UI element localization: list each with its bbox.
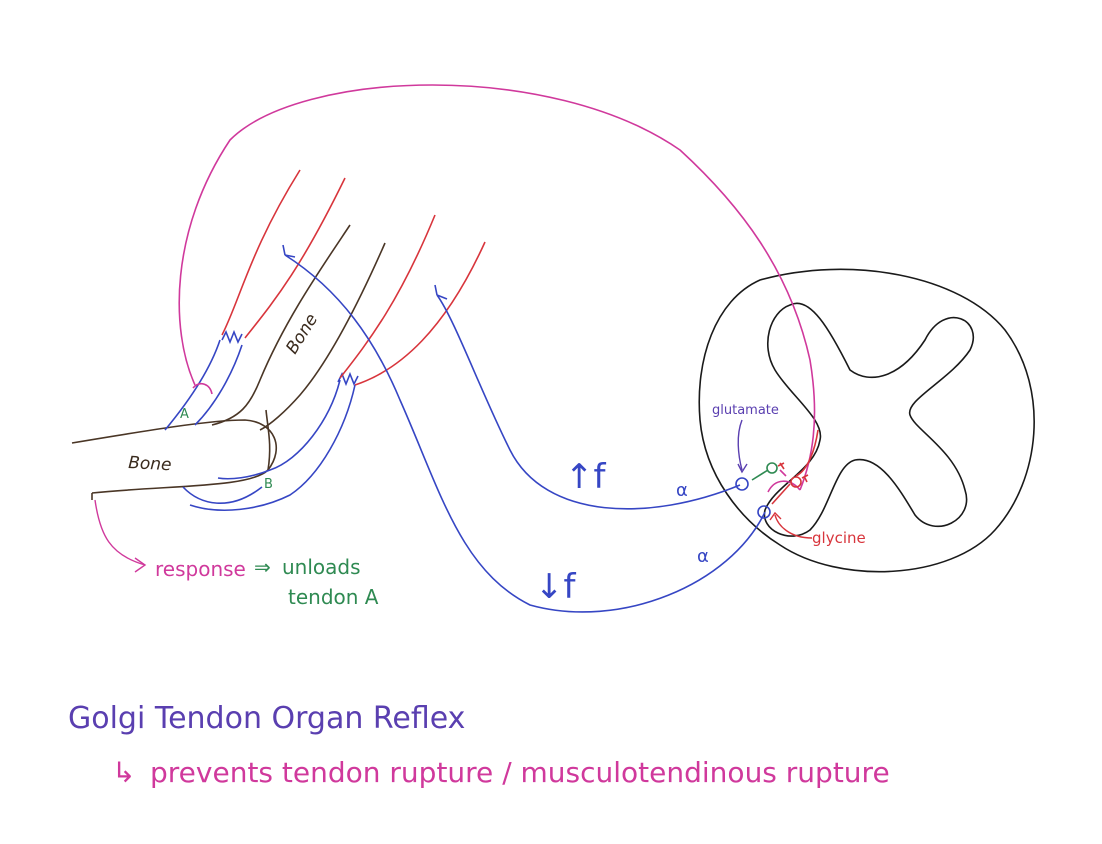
- diagram-title: Golgi Tendon Organ Reflex: [68, 701, 465, 736]
- label-glutamate: glutamate: [712, 403, 779, 418]
- motor-neuron-down: [757, 505, 771, 519]
- label-tendon-a-note: tendon A: [288, 585, 379, 609]
- callout-arrows: [94, 419, 813, 573]
- lower-bone: [71, 419, 277, 500]
- response-arrow: [94, 499, 146, 566]
- label-alpha-lower: α: [697, 546, 709, 567]
- label-tendon-a: A: [180, 407, 189, 422]
- efferent-down: [284, 254, 766, 613]
- glycine-arrow: [774, 514, 813, 539]
- excitatory-interneuron: [751, 469, 769, 481]
- label-unloads: unloads: [282, 555, 361, 579]
- label-down-f: ↓f: [535, 567, 576, 607]
- efferent-up: [436, 294, 741, 510]
- inhibitory-interneuron: [771, 483, 791, 505]
- interneurons: [751, 429, 819, 505]
- tendon-b: [189, 371, 359, 511]
- label-bone-lower: Bone: [128, 453, 172, 475]
- label-tendon-b: B: [264, 477, 273, 492]
- label-alpha-upper: α: [676, 480, 688, 501]
- label-unloads-arrow: ⇒: [254, 555, 271, 579]
- spinal-cord-outline: [698, 268, 1035, 573]
- subtitle-arrow: ↳: [112, 756, 135, 789]
- label-glycine: glycine: [812, 529, 866, 547]
- muscle-fibers: [221, 169, 486, 386]
- glutamate-arrow: [737, 419, 743, 471]
- upper-bone: [211, 224, 386, 471]
- label-bone-upper: Bone: [282, 310, 322, 357]
- label-up-f: ↑f: [565, 457, 606, 497]
- afferent-fiber: [178, 84, 816, 493]
- motor-neuron-up: [735, 477, 749, 491]
- diagram-subtitle: prevents tendon rupture / musculotendino…: [150, 756, 890, 789]
- label-response: response: [155, 557, 246, 581]
- gray-matter-butterfly: [763, 302, 975, 537]
- efferent-fibers: [282, 244, 771, 613]
- spinal-cord: [698, 268, 1035, 573]
